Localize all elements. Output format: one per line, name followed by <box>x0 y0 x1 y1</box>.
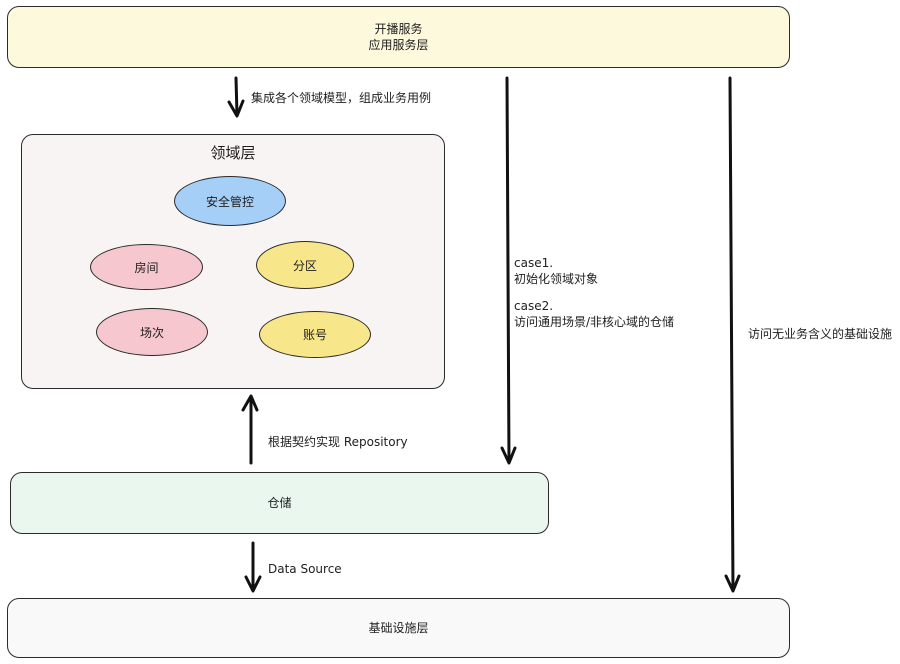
entity-security: 安全管控 <box>174 176 286 226</box>
case1-title: case1. <box>514 256 554 270</box>
datasource-arrow-label: Data Source <box>268 562 342 576</box>
repository-layer: 仓储 <box>10 472 549 534</box>
integrate-arrow-label: 集成各个领域模型，组成业务用例 <box>251 91 432 105</box>
case1-description: 初始化领域对象 <box>514 272 599 286</box>
case2-label: case2. 访问通用场景/非核心域的仓储 <box>514 298 674 330</box>
infrastructure-layer-label: 基础设施层 <box>368 621 429 635</box>
case2-title: case2. <box>514 299 554 313</box>
entity-partition: 分区 <box>256 241 354 289</box>
arrow-app-to-domain <box>227 76 245 118</box>
entity-session: 场次 <box>96 308 208 356</box>
app-layer-line1: 开播服务 <box>374 22 423 36</box>
app-layer-line2: 应用服务层 <box>368 38 429 52</box>
repository-layer-label: 仓储 <box>267 496 292 510</box>
contract-arrow-label: 根据契约实现 Repository <box>268 435 408 449</box>
arrow-repo-to-domain <box>241 394 259 465</box>
infra-access-arrow-label: 访问无业务含义的基础设施 <box>748 327 893 341</box>
arrow-app-to-infra <box>724 76 741 593</box>
case2-description: 访问通用场景/非核心域的仓储 <box>514 315 675 329</box>
arrow-app-to-repo <box>500 76 517 465</box>
application-service-layer: 开播服务 应用服务层 <box>7 6 790 68</box>
domain-layer: 领域层 <box>21 134 445 389</box>
entity-room: 房间 <box>90 244 203 290</box>
infrastructure-layer: 基础设施层 <box>7 598 790 658</box>
arrow-repo-to-infra <box>244 541 262 593</box>
domain-layer-title: 领域层 <box>210 144 256 162</box>
entity-account: 账号 <box>259 311 371 358</box>
case1-label: case1. 初始化领域对象 <box>514 255 598 287</box>
